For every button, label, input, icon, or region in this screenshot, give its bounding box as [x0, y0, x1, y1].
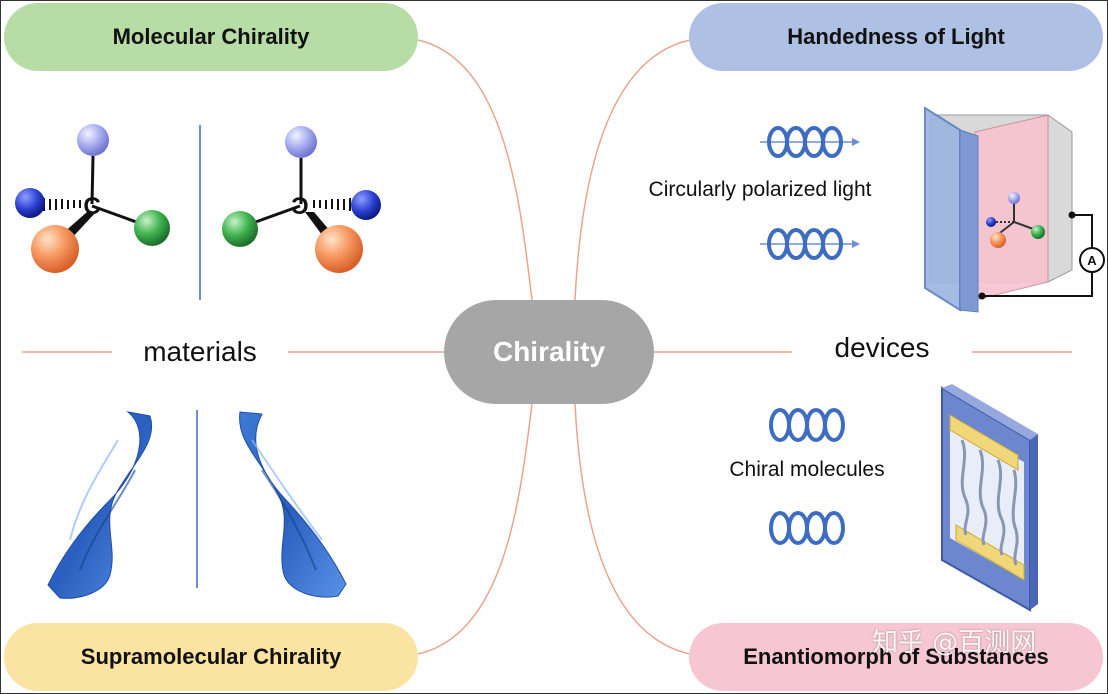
pill-enantiomorph-label: Enantiomorph of Substances — [743, 644, 1049, 669]
atom-purple-left — [77, 124, 109, 156]
molecule-right: C — [222, 126, 381, 273]
chiral-molecule-device — [941, 384, 1038, 612]
caption-circularly-polarized-light: Circularly polarized light — [648, 178, 872, 201]
pill-supramolecular-chirality-label: Supramolecular Chirality — [80, 644, 342, 669]
connector-top-right — [574, 39, 691, 301]
label-materials: materials — [143, 336, 257, 367]
connector-top-left — [417, 39, 533, 301]
pill-handedness-of-light-label: Handedness of Light — [787, 24, 1005, 49]
ammeter-label: A — [1087, 253, 1097, 268]
pill-enantiomorph-of-substances: Enantiomorph of Substances — [689, 623, 1103, 691]
photodetector-device: A — [924, 106, 1105, 313]
helix-chiral-bottom — [769, 511, 845, 545]
carbon-left-label: C — [83, 193, 100, 220]
atom-orange-left — [31, 225, 79, 273]
center-node-chirality: Chirality — [444, 300, 654, 404]
atom-green-right — [222, 211, 258, 247]
carbon-right-label: C — [291, 193, 308, 220]
helix-cpl-top — [760, 126, 860, 158]
pill-molecular-chirality: Molecular Chirality — [4, 3, 418, 71]
molecule-left: C — [15, 124, 170, 273]
atom-green-left — [134, 210, 170, 246]
ammeter — [1079, 247, 1105, 273]
pill-handedness-of-light: Handedness of Light — [689, 3, 1103, 71]
atom-purple-right — [285, 126, 317, 158]
atom-blue-left — [15, 188, 45, 218]
caption-chiral-molecules: Chiral molecules — [729, 458, 885, 481]
label-devices: devices — [834, 332, 930, 363]
center-node-label: Chirality — [492, 336, 606, 367]
helix-chiral-top — [769, 408, 845, 442]
pill-supramolecular-chirality: Supramolecular Chirality — [4, 623, 418, 691]
watermark: 知乎 @百测网 — [872, 628, 1037, 658]
twisted-ribbon-left — [47, 411, 153, 599]
helix-cpl-bottom — [760, 228, 860, 260]
pill-molecular-chirality-label: Molecular Chirality — [112, 24, 310, 49]
connector-bottom-left — [417, 403, 533, 655]
atom-blue-right — [351, 190, 381, 220]
connector-lines — [22, 39, 1072, 655]
twisted-ribbon-right — [239, 411, 347, 598]
connector-bottom-right — [574, 403, 691, 655]
atom-orange-right — [315, 225, 363, 273]
